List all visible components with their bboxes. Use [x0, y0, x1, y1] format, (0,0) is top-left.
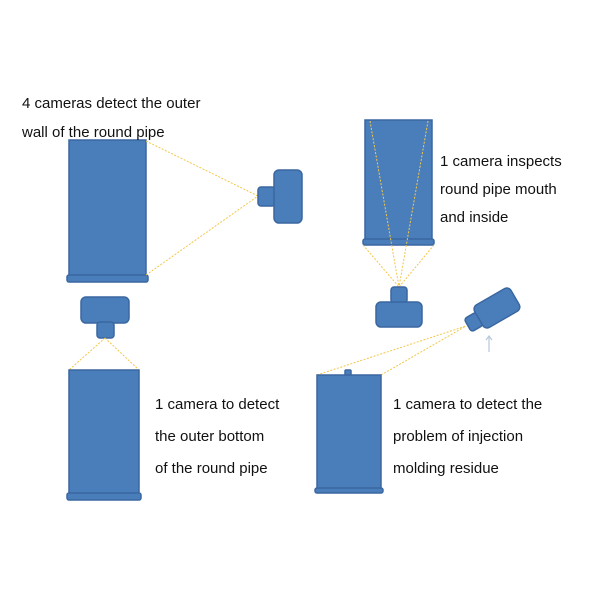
camera-body	[273, 169, 303, 224]
label-line: molding residue	[393, 460, 499, 477]
view-ray	[380, 325, 467, 376]
mouth-inside-setup	[362, 119, 435, 328]
arrow-up-icon	[485, 335, 493, 352]
label-line: the outer bottom	[155, 428, 265, 445]
view-ray	[316, 325, 467, 376]
label-line: of the round pipe	[155, 460, 268, 477]
label-line: round pipe mouth	[440, 181, 557, 198]
view-ray	[145, 195, 259, 276]
view-ray	[369, 120, 400, 288]
camera-body	[80, 296, 130, 324]
label-line: 1 camera inspects	[440, 153, 562, 170]
camera-lens	[96, 321, 115, 339]
camera-lens	[257, 186, 276, 207]
view-ray	[104, 337, 140, 371]
outer-bottom-setup	[66, 296, 142, 501]
pipe-base	[362, 238, 435, 246]
label-outer-wall: 4 cameras detect the outer wall of the r…	[22, 90, 200, 151]
round-pipe	[68, 369, 140, 496]
pipe-base	[66, 274, 149, 283]
label-line: 1 camera to detect the	[393, 396, 543, 413]
label-line: wall of the round pipe	[22, 124, 165, 141]
round-pipe	[68, 139, 147, 278]
view-ray	[398, 244, 435, 288]
injection-residue-setup	[314, 287, 521, 494]
label-line: 4 cameras detect the outer	[22, 95, 201, 112]
camera-lens	[390, 286, 408, 304]
label-line: problem of injection	[393, 428, 524, 445]
pipe-base	[66, 492, 142, 501]
pipe-base	[314, 487, 384, 494]
camera-body	[473, 287, 521, 329]
label-line: 1 camera to detect	[155, 396, 280, 413]
view-ray	[398, 120, 429, 288]
label-injection-residue: 1 camera to detect the problem of inject…	[393, 391, 542, 487]
label-outer-bottom: 1 camera to detect the outer bottom of t…	[155, 391, 279, 487]
round-pipe	[316, 374, 382, 491]
label-line: and inside	[440, 209, 509, 226]
outer-wall-setup	[66, 139, 303, 283]
camera-body	[375, 301, 423, 328]
label-mouth-inside: 1 camera inspects round pipe mouth and i…	[440, 148, 562, 232]
view-ray	[68, 337, 106, 371]
round-pipe	[364, 119, 433, 241]
view-ray	[362, 244, 400, 288]
tilted-camera	[464, 287, 521, 332]
